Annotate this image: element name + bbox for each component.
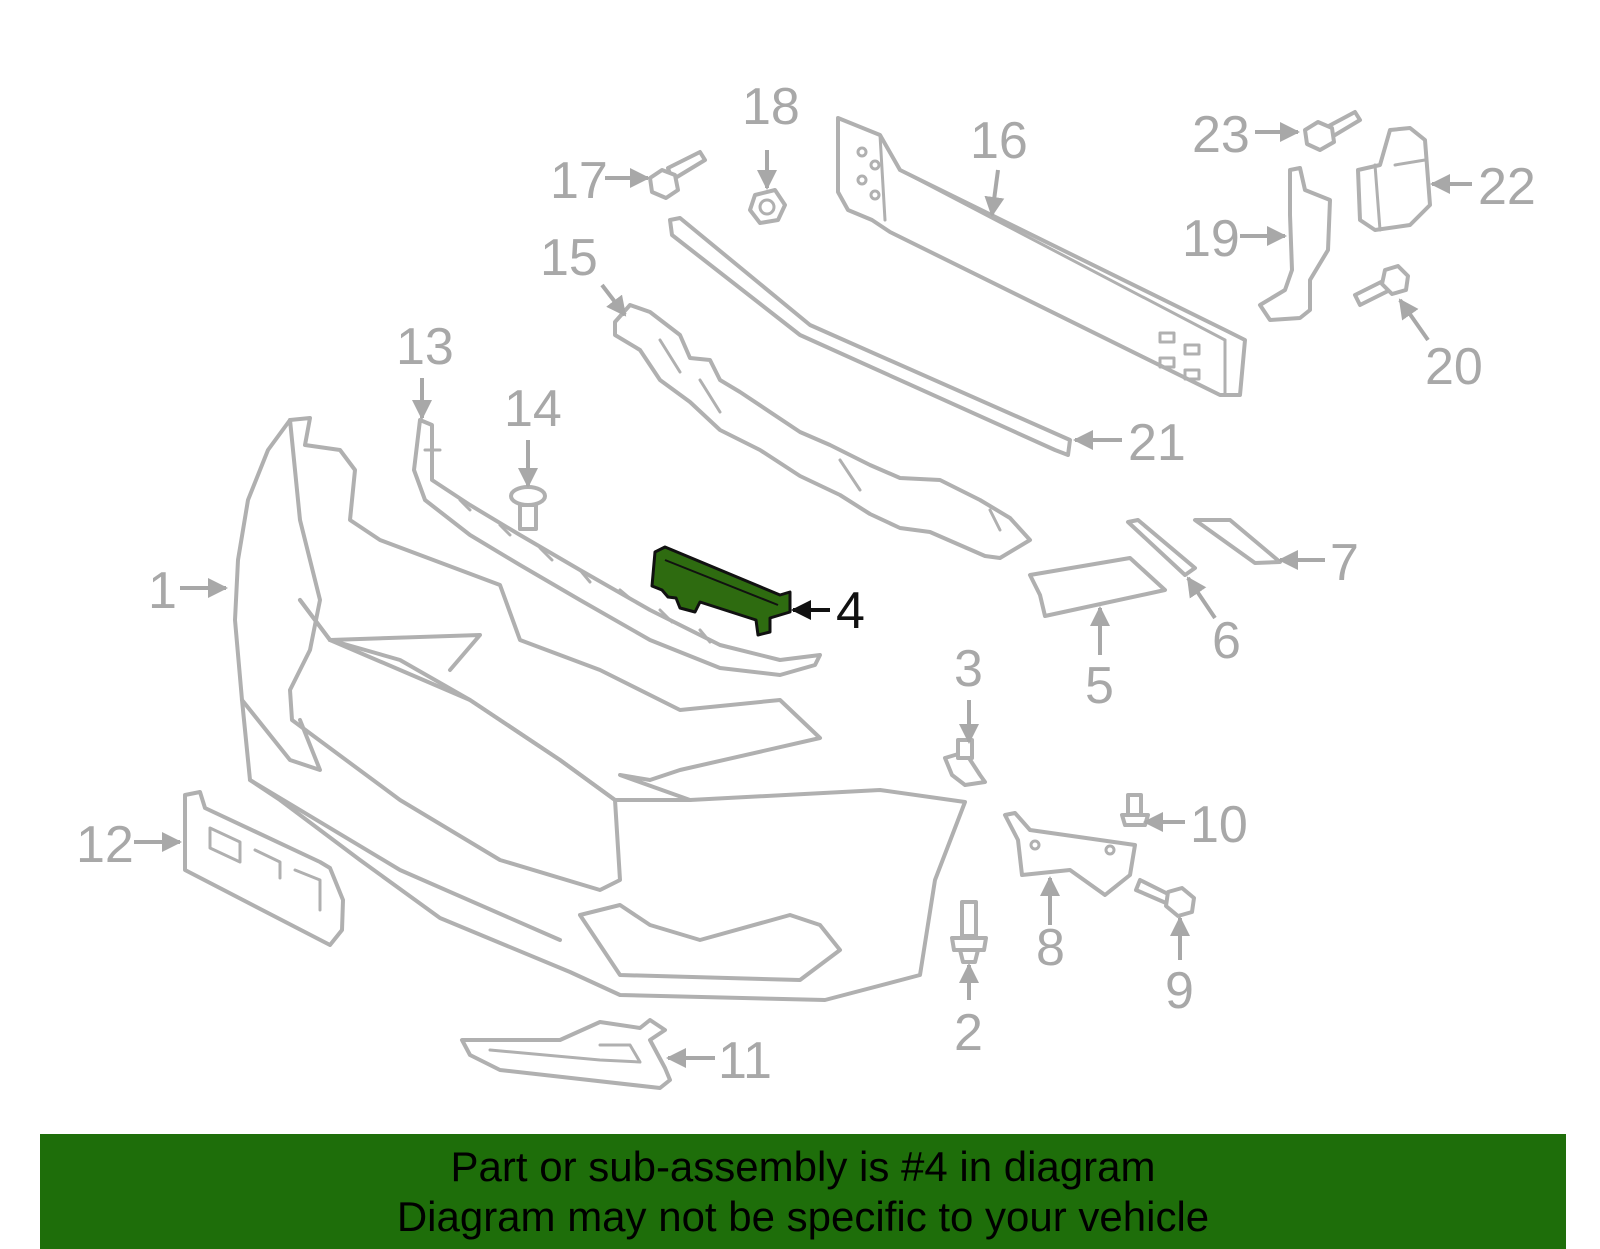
part-20-bolt — [1353, 264, 1410, 307]
callout-11: 11 — [718, 1032, 772, 1090]
callout-12: 12 — [76, 816, 134, 874]
callout-21: 21 — [1128, 414, 1186, 472]
part-13-grille-strip — [412, 418, 822, 677]
part-18-nut — [748, 188, 787, 225]
part-6-strip — [1126, 518, 1197, 577]
callout-14: 14 — [504, 380, 562, 438]
callout-22: 22 — [1478, 158, 1536, 216]
callout-15: 15 — [540, 229, 598, 287]
callout-19: 19 — [1182, 210, 1240, 268]
part-7-strip — [1193, 518, 1282, 565]
part-5-side-trim — [1028, 556, 1167, 618]
callout-20: 20 — [1425, 338, 1483, 396]
callout-1: 1 — [148, 562, 177, 620]
callout-8: 8 — [1036, 919, 1065, 977]
callout-9: 9 — [1165, 962, 1194, 1020]
part-11-lower-trim — [460, 1018, 672, 1090]
part-17-bolt — [648, 150, 707, 200]
part-15-energy-absorber — [613, 303, 1032, 560]
part-3-clip — [943, 738, 987, 787]
callout-4: 4 — [836, 582, 865, 640]
callout-23: 23 — [1192, 106, 1250, 164]
callout-7: 7 — [1330, 534, 1359, 592]
part-19-side-bracket — [1258, 166, 1332, 322]
callout-3: 3 — [954, 640, 983, 698]
part-16-bumper-beam — [836, 116, 1247, 397]
part-8-lower-bracket — [1003, 811, 1137, 897]
callout-labels: 1 2 3 4 5 6 7 8 9 10 11 12 13 14 15 16 1… — [76, 78, 1536, 1090]
callout-6: 6 — [1212, 612, 1241, 670]
callout-13: 13 — [396, 318, 454, 376]
leader-arrows — [134, 122, 1472, 1068]
part-22-mount-bracket — [1356, 126, 1432, 232]
callout-16: 16 — [970, 112, 1028, 170]
banner-line-disclaimer: Diagram may not be specific to your vehi… — [396, 1193, 1210, 1240]
banner-line-part-number: Part or sub-assembly is #4 in diagram — [450, 1143, 1156, 1190]
part-2-bolt — [950, 900, 988, 964]
callout-10: 10 — [1190, 796, 1248, 854]
callout-5: 5 — [1085, 657, 1114, 715]
part-21-upper-strip — [668, 216, 1072, 457]
callout-18: 18 — [742, 78, 800, 136]
callout-17: 17 — [550, 152, 608, 210]
part-1-bumper-cover — [233, 416, 967, 1002]
part-9-bolt — [1134, 878, 1196, 918]
info-banner: Part or sub-assembly is #4 in diagram Di… — [40, 1134, 1566, 1249]
part-14-push-pin — [509, 485, 547, 531]
callout-2: 2 — [954, 1004, 983, 1062]
part-12-license-bracket — [183, 790, 345, 947]
part-23-bolt — [1303, 110, 1362, 152]
part-10-screw — [1120, 793, 1150, 827]
part-4-bracket-highlighted — [650, 545, 792, 637]
